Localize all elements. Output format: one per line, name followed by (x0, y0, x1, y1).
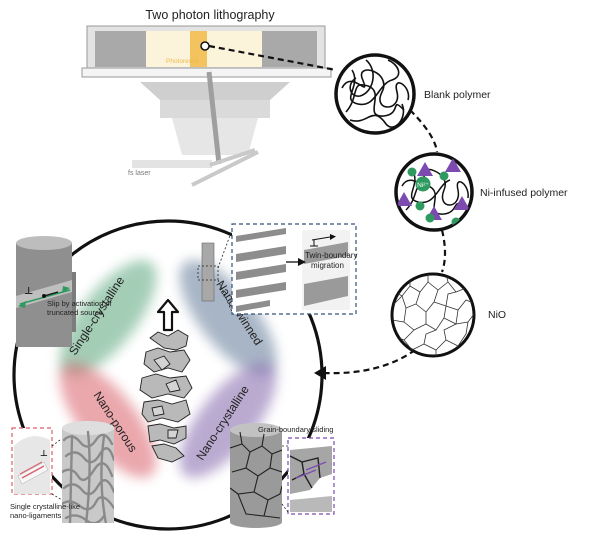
circle-marker-icon (439, 171, 449, 181)
cylinder-sample-icon (16, 236, 76, 347)
mechanism-circle (12, 219, 324, 531)
lithography-title: Two photon lithography (145, 8, 275, 22)
ligament-label-line-2: nano-ligaments (10, 511, 62, 520)
grain-network-icon (392, 274, 474, 356)
nano-porous-lobe (59, 362, 157, 478)
ni-marker-triangles (396, 158, 470, 220)
circle-marker-icon (407, 167, 417, 177)
focus-point-icon (200, 41, 210, 51)
slip-label-line-1: Slip by activation of (47, 299, 113, 308)
blank-polymer-node (334, 53, 416, 135)
dash-link-ni-nio (440, 229, 447, 273)
circle-marker-icon (415, 201, 425, 211)
grain-boundary-label: Grain-boundary sliding (258, 425, 333, 434)
slip-label-line-2: truncated source (47, 308, 103, 317)
ni-polymer-node (394, 152, 474, 232)
ni-ion-icon (415, 176, 431, 192)
triangle-marker-icon (417, 162, 433, 176)
lithography-stage-icon (81, 25, 332, 155)
load-arrow-icon (156, 298, 180, 332)
ni-polymer-label: Ni-infused polymer (480, 187, 568, 199)
twin-label-line-2: migration (311, 261, 344, 270)
ligament-label-line-1: Single crystalline-like (10, 502, 80, 511)
single-crystalline-lobe (59, 260, 157, 376)
grain-network-icon (230, 431, 282, 519)
laser-label: fs laser (128, 170, 151, 177)
circle-marker-icon (425, 213, 435, 223)
nano-crystalline-lobe (179, 362, 277, 478)
triangle-marker-icon (445, 158, 461, 172)
cylinder-sample-icon (11, 421, 114, 523)
arrow-head-icon (314, 366, 326, 380)
photoresist-label: Photoresist (166, 58, 199, 65)
nio-label: NiO (488, 309, 506, 321)
ni-marker-circles (407, 167, 461, 227)
nio-node (390, 272, 476, 358)
dash-link-blank-ni (409, 109, 439, 153)
ligament-network-icon (62, 430, 114, 523)
laser-beam-icon (132, 71, 259, 187)
triangle-marker-icon (454, 196, 470, 210)
lithography-setup: Two photon lithography Photoresist fs la… (81, 8, 332, 187)
dash-link-litho-blank (208, 44, 337, 72)
dislocation-symbol: ⊥ (24, 286, 33, 297)
blank-polymer-label: Blank polymer (424, 89, 491, 101)
twin-lamellae-left (236, 228, 286, 312)
ni-ion-label: Ni²⁺ (417, 182, 429, 189)
dash-link-nio-circle (323, 349, 416, 375)
ligament-dislocation-symbol: ⊥ (40, 448, 48, 458)
triangle-marker-icon (396, 192, 412, 206)
process-arrows (208, 44, 447, 375)
twin-label-line-1: Twin-boundary (305, 251, 357, 260)
cylinder-sample-icon (230, 423, 335, 528)
nanopillar-icon (139, 329, 193, 463)
polymer-chain-icon (341, 59, 410, 128)
twin-lamella-icon (197, 223, 357, 315)
